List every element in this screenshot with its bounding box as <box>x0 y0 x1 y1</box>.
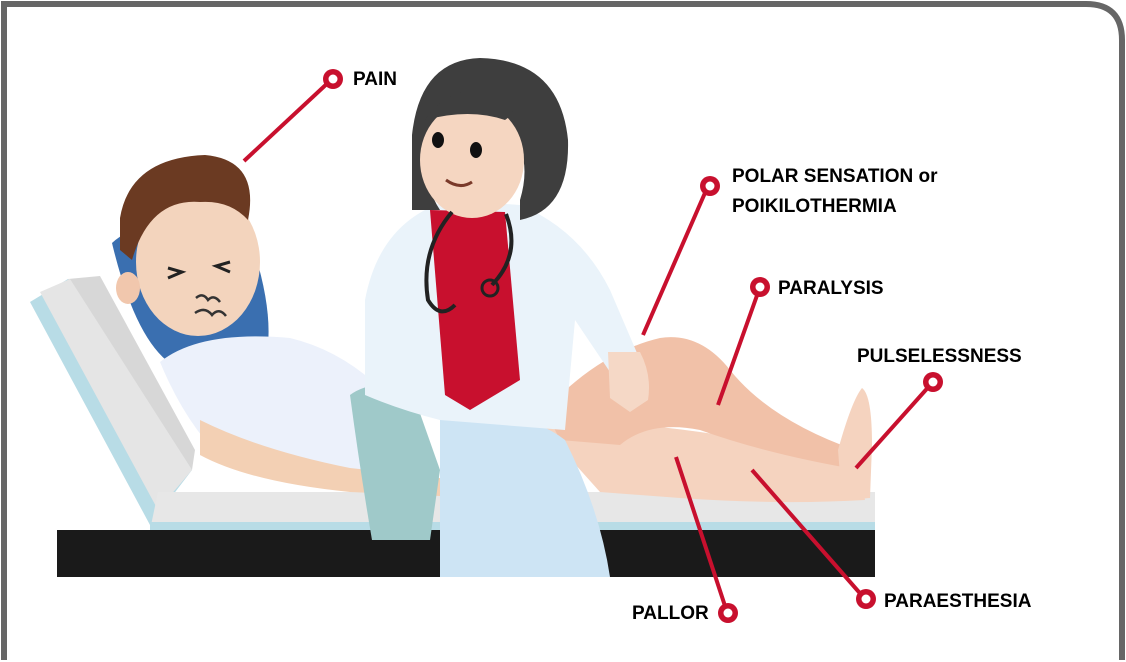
leader-pain <box>244 80 331 161</box>
label-paraesthesia: PARAESTHESIA <box>884 589 1031 614</box>
marker-paraesthesia-icon <box>856 589 876 609</box>
label-pain: PAIN <box>353 67 397 92</box>
label-poikilothermia: POIKILOTHERMIA <box>732 194 897 219</box>
label-polar-sensation: POLAR SENSATION or <box>732 164 938 189</box>
leader-polar <box>643 186 708 335</box>
label-pallor: PALLOR <box>632 601 709 626</box>
marker-polar-icon <box>700 176 720 196</box>
marker-pulselessness-icon <box>923 372 943 392</box>
label-paralysis: PARALYSIS <box>778 276 884 301</box>
patient-foot <box>838 388 872 500</box>
marker-pallor-icon <box>718 603 738 623</box>
marker-paralysis-icon <box>750 277 770 297</box>
marker-pain-icon <box>323 69 343 89</box>
label-pulselessness: PULSELESSNESS <box>857 344 1022 369</box>
